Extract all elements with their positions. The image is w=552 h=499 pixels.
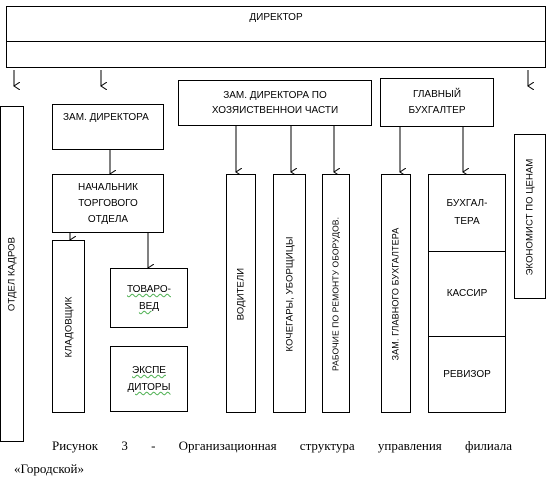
deputy-household-box: ЗАМ. ДИРЕКТОРА ПО ХОЗЯИСТВЕННОИ ЧАСТИ <box>178 80 372 126</box>
accounting-line2: ТЕРА <box>454 216 480 227</box>
chief-accountant-box: ГЛАВНЫЙ БУХГАЛТЕР <box>380 78 494 127</box>
accounting-line1: БУХГАЛ- <box>446 198 488 209</box>
deputy-chief-accountant-box: ЗАМ. ГЛАВНОГО БУХГАЛТЕРА <box>381 174 411 413</box>
stokers-label: КОЧЕГАРЫ, УБОРЩИЦЫ <box>284 235 295 352</box>
hr-department-label: ОТДЕЛ КАДРОВ <box>6 236 18 312</box>
chief-accountant-line2: БУХГАЛТЕР <box>408 104 466 116</box>
price-economist-box: ЭКОНОМИСТ ПО ЦЕНАМ <box>514 134 546 299</box>
cashier-cell: КАССИР <box>429 251 505 337</box>
accounting-cell: БУХГАЛ- ТЕРА <box>429 175 505 252</box>
drivers-label: ВОДИТЕЛИ <box>235 267 247 320</box>
forwarders-line1: ЭКСПЕ <box>132 365 166 376</box>
storekeeper-box: КЛАДОВЩИК <box>52 240 85 413</box>
cashier-label: КАССИР <box>446 288 488 299</box>
deputy-director-box: ЗАМ. ДИРЕКТОРА <box>52 104 164 150</box>
accounting-stack: БУХГАЛ- ТЕРА КАССИР РЕВИЗОР <box>428 174 506 413</box>
auditor-cell: РЕВИЗОР <box>429 336 505 412</box>
director-divider <box>7 41 545 42</box>
trade-head-line1: НАЧАЛЬНИК <box>77 181 139 193</box>
chief-accountant-line1: ГЛАВНЫЙ <box>412 88 462 100</box>
auditor-label: РЕВИЗОР <box>443 368 491 380</box>
deputy-household-line2: ХОЗЯИСТВЕННОИ ЧАСТИ <box>211 105 339 116</box>
merchandiser-box: ТОВАРО- ВЕД <box>110 268 188 328</box>
repair-workers-label: РАБОЧИЕ ПО РЕМОНТУ ОБОРУДОВ. <box>330 216 341 371</box>
price-economist-label: ЭКОНОМИСТ ПО ЦЕНАМ <box>524 158 536 275</box>
merchandiser-line2: ВЕД <box>138 301 160 312</box>
deputy-director-label: ЗАМ. ДИРЕКТОРА <box>63 112 149 123</box>
director-box: ДИРЕКТОР <box>6 6 546 68</box>
director-label: ДИРЕКТОР <box>249 12 303 23</box>
figure-caption-line2: «Городской» <box>14 461 84 476</box>
trade-head-box: НАЧАЛЬНИК ТОРГОВОГО ОТДЕЛА <box>52 174 164 233</box>
forwarders-box: ЭКСПЕ ДИТОРЫ <box>110 346 188 412</box>
figure-caption-line1: Рисунок 3 - Организационная структура уп… <box>52 438 512 453</box>
storekeeper-label: КЛАДОВЩИК <box>63 296 74 357</box>
merchandiser-line1: ТОВАРО- <box>126 284 171 295</box>
stokers-box: КОЧЕГАРЫ, УБОРЩИЦЫ <box>273 174 306 413</box>
deputy-chief-accountant-label: ЗАМ. ГЛАВНОГО БУХГАЛТЕРА <box>390 227 401 360</box>
repair-workers-box: РАБОЧИЕ ПО РЕМОНТУ ОБОРУДОВ. <box>322 174 350 413</box>
deputy-household-line1: ЗАМ. ДИРЕКТОРА ПО <box>223 90 327 101</box>
trade-head-line2: ТОРГОВОГО <box>78 197 138 209</box>
hr-department-box: ОТДЕЛ КАДРОВ <box>0 106 24 442</box>
drivers-box: ВОДИТЕЛИ <box>226 174 256 413</box>
forwarders-line2: ДИТОРЫ <box>127 382 171 393</box>
trade-head-line3: ОТДЕЛА <box>87 213 129 225</box>
